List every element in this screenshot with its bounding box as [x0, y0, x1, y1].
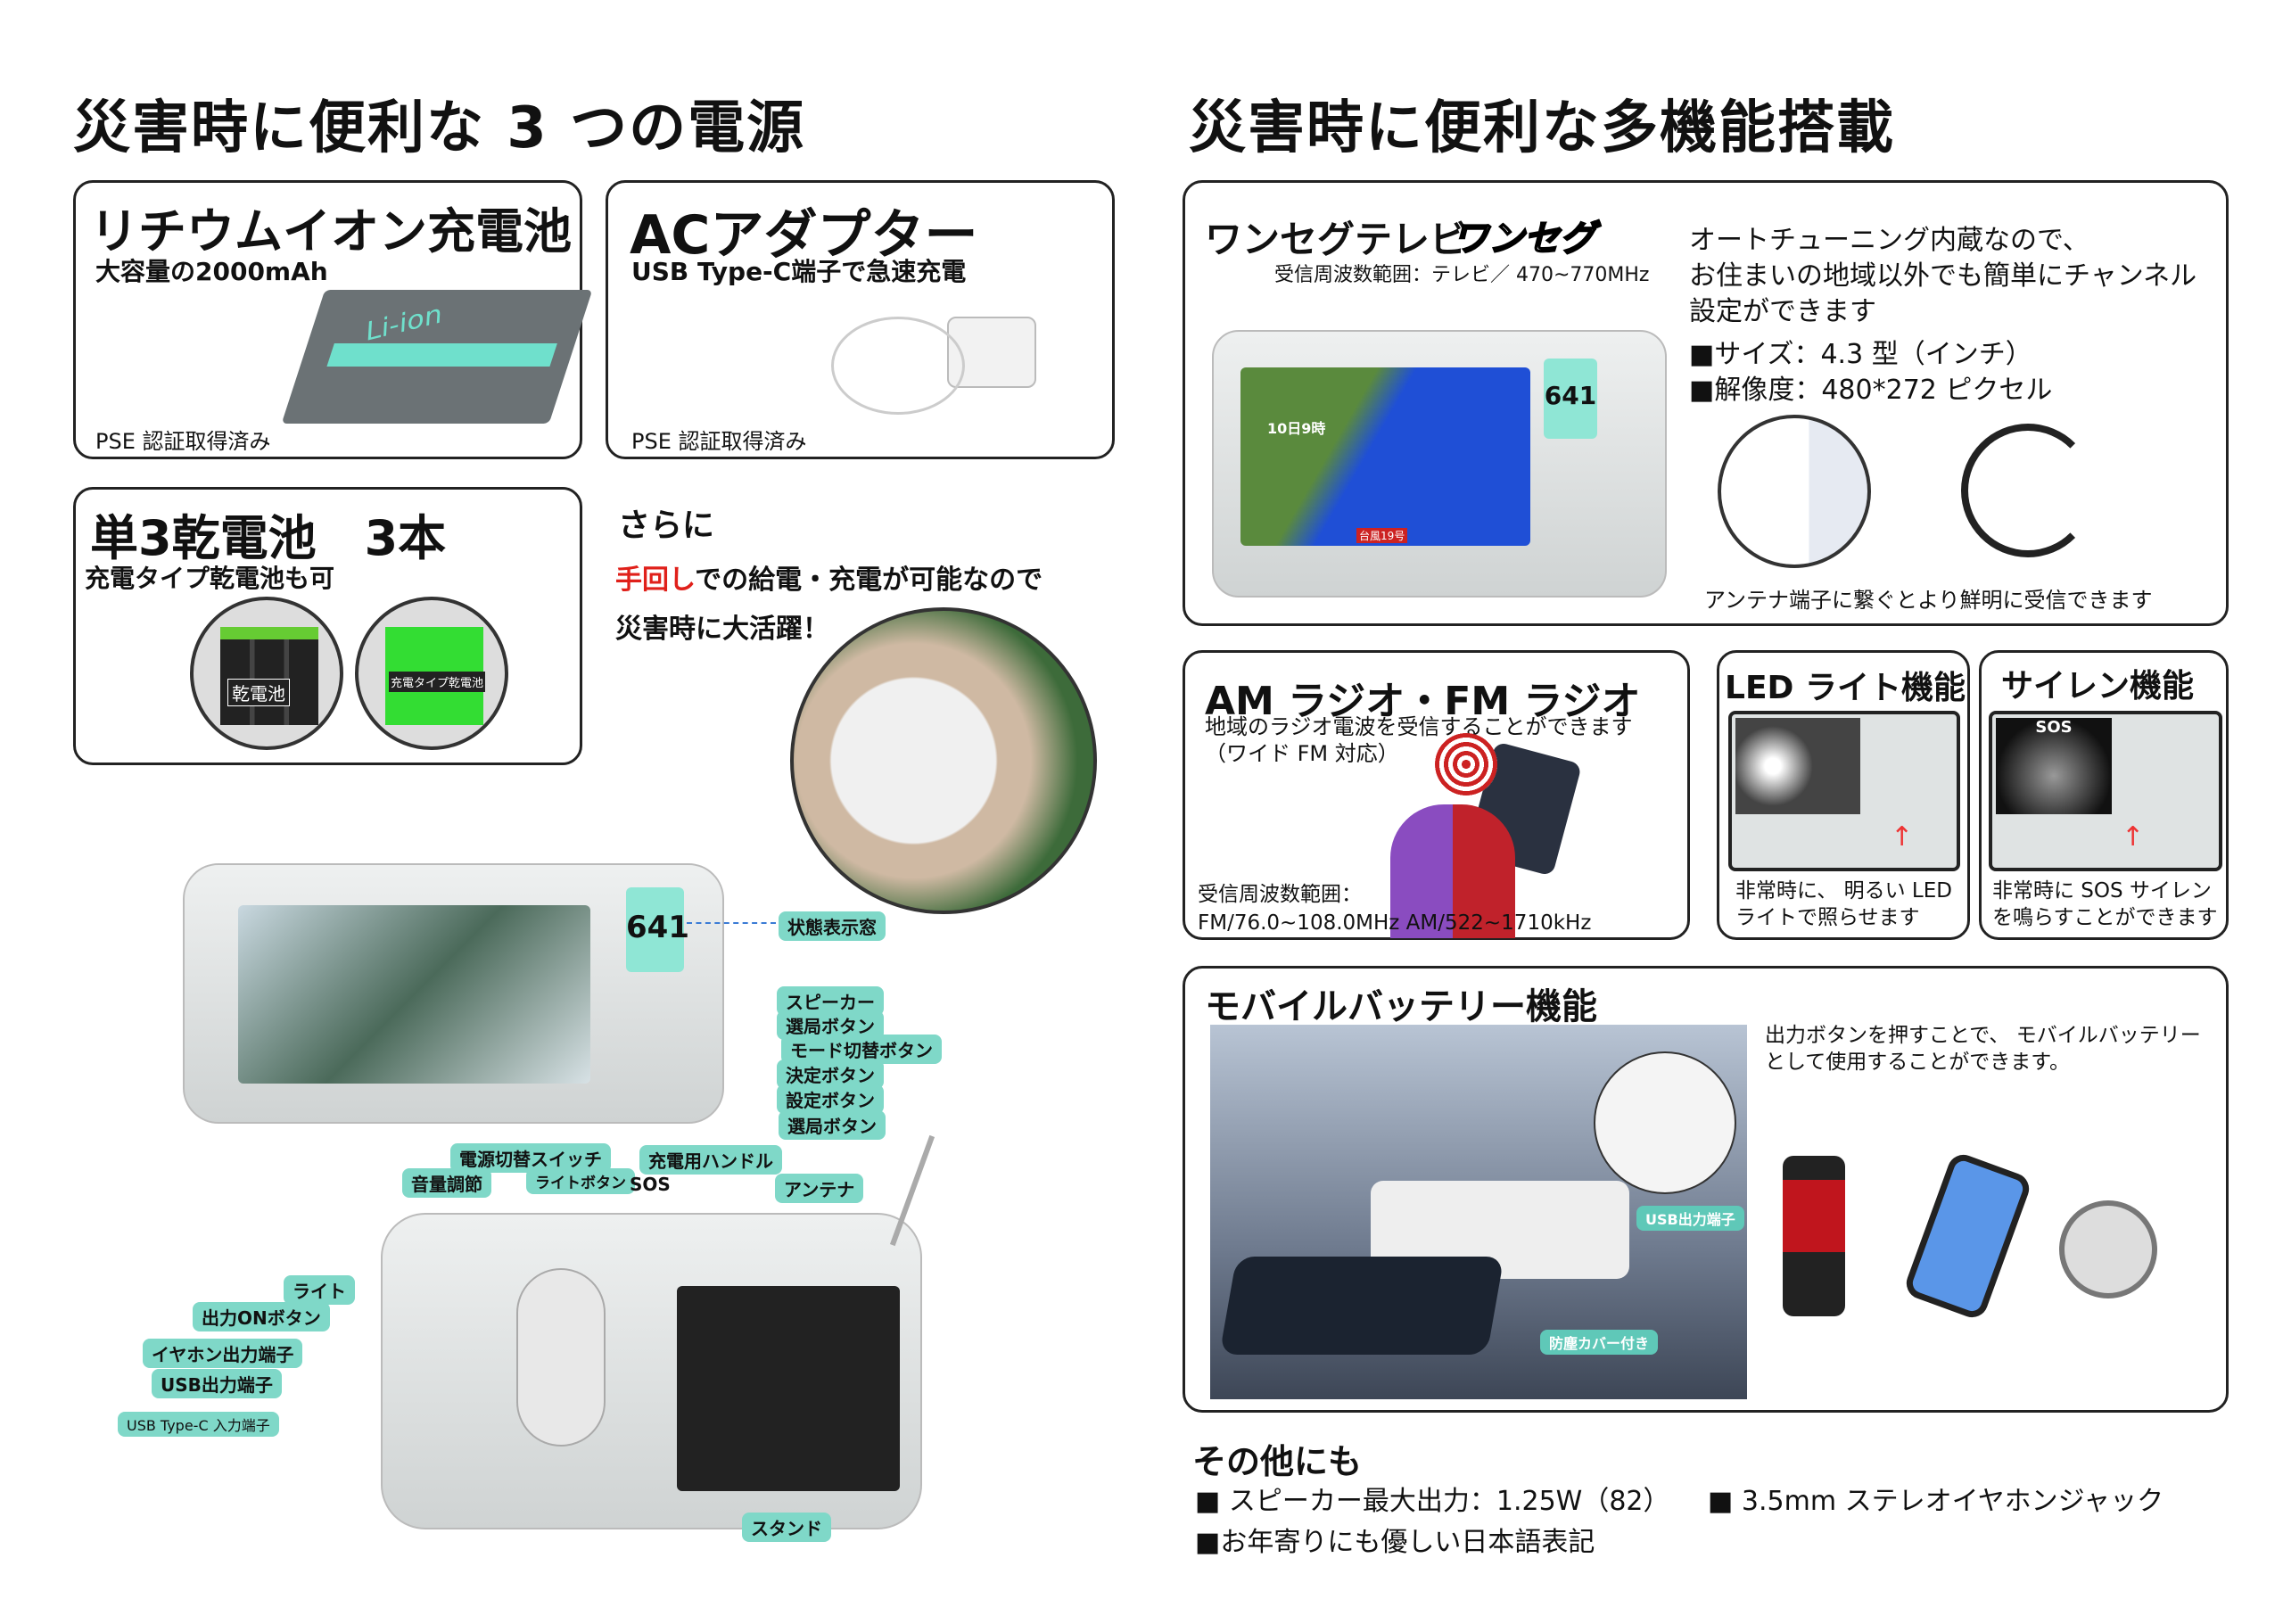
siren-image: SOS↑ — [1989, 711, 2222, 871]
radio-wave-icon — [1435, 733, 1497, 796]
more-line1: 手回しでの給電・充電が可能なので — [615, 557, 1043, 597]
antenna-cable-image — [1961, 424, 2095, 557]
cable-image — [831, 317, 965, 415]
mobile-battery-photo: USB出力端子 防塵カバー付き — [1210, 1025, 1747, 1399]
ac-subtitle: USB Type-C端子で急速充電 — [631, 257, 967, 286]
radio-back-image — [381, 1213, 922, 1529]
label-mode: モード切替ボタン — [781, 1035, 942, 1064]
liion-subtitle: 大容量の2000mAh — [95, 257, 328, 286]
others-item: ■ 3.5mm ステレオイヤホンジャック — [1708, 1486, 2164, 1517]
liion-title: リチウムイオン充電池 — [90, 203, 572, 260]
label-output-on: 出力ONボタン — [193, 1302, 330, 1331]
more-line2: 災害時に大活躍！ — [615, 614, 829, 645]
label-usb-out: USB出力端子 — [152, 1369, 282, 1398]
tv-device-image: 10日9時 台風19号 641 — [1212, 330, 1667, 598]
label-handle: 充電用ハンドル — [639, 1145, 782, 1175]
lantern-icon — [1783, 1156, 1845, 1316]
hand-crank-highlight: 手回し — [615, 565, 696, 596]
label-enter: 決定ボタン — [777, 1059, 884, 1089]
mobile-card: モバイルバッテリー機能 USB出力端子 防塵カバー付き 出力ボタンを押すことで、… — [1183, 966, 2229, 1413]
label-status-window: 状態表示窓 — [779, 911, 886, 941]
led-title: LED ライト機能 — [1725, 670, 1966, 706]
right-title: 災害時に便利な多機能搭載 — [1189, 95, 1895, 161]
status-display: 641 — [626, 887, 689, 972]
aa-card: 単3乾電池 3本 充電タイプ乾電池も可 乾電池 充電タイプ乾電池 — [73, 487, 582, 765]
label-stand: スタンド — [742, 1513, 831, 1542]
ac-note: PSE 認証取得済み — [631, 429, 807, 454]
others-title: その他にも — [1192, 1442, 1363, 1481]
label-antenna: アンテナ — [775, 1174, 864, 1203]
radio-frequency: 受信周波数範囲：FM/76.0~108.0MHz AM/522~1710kHz — [1198, 883, 1592, 935]
weather-map: 10日9時 台風19号 — [1240, 367, 1530, 546]
radio-card: AM ラジオ・FM ラジオ 地域のラジオ電波を受信することができます（ワイド F… — [1183, 650, 1690, 940]
liion-card: リチウムイオン充電池 大容量の2000mAh Li-ion PSE 認証取得済み — [73, 180, 593, 459]
more-title: さらに — [618, 507, 715, 544]
aa-title: 単3乾電池 3本 — [90, 510, 447, 566]
screen-image — [238, 905, 590, 1084]
instruction-label — [677, 1286, 900, 1491]
others-item: ■お年寄りにも優しい日本語表記 — [1195, 1527, 1595, 1558]
mobile-title: モバイルバッテリー機能 — [1205, 986, 1597, 1027]
mobile-description: 出力ボタンを押すことで、 モバイルバッテリーとして使用することができます。 — [1765, 1024, 2201, 1074]
label-tune-down: 選局ボタン — [779, 1110, 886, 1140]
tv-resolution: ■解像度：480*272 ピクセル — [1689, 375, 2053, 406]
rechargeable-battery-image: 充電タイプ乾電池 — [355, 597, 508, 750]
label-settings: 設定ボタン — [777, 1084, 884, 1114]
tv-card: ワンセグテレビ ワンセグ 受信周波数範囲：テレビ／ 470~770MHz 10日… — [1183, 180, 2229, 626]
aa-subtitle: 充電タイプ乾電池も可 — [85, 564, 335, 593]
radio-title: AM ラジオ・FM ラジオ — [1205, 679, 1641, 724]
oneseg-logo: ワンセグ — [1452, 218, 1596, 260]
tv-description: オートチューニング内蔵なので、お住まいの地域以外でも簡単にチャンネル設定ができま… — [1689, 223, 2196, 408]
label-power-switch: 電源切替スイッチ — [450, 1143, 611, 1173]
antenna-port-image — [1718, 415, 1871, 568]
tv-size: ■サイズ：4.3 型（インチ） — [1689, 339, 2032, 370]
more-line1-rest: での給電・充電が可能なので — [695, 565, 1043, 596]
dry-battery-image: 乾電池 — [190, 597, 343, 750]
ac-title: ACアダプター — [630, 204, 978, 267]
siren-card: サイレン機能 SOS↑ 非常時に SOS サイレンを鳴らすことができます — [1979, 650, 2229, 940]
others-item: ■ スピーカー最大出力：1.25W（82） — [1195, 1486, 1670, 1517]
label-sos: SOS — [630, 1174, 671, 1195]
ac-card: ACアダプター USB Type-C端子で急速充電 PSE 認証取得済み — [606, 180, 1115, 459]
siren-description: 非常時に SOS サイレンを鳴らすことができます — [1992, 879, 2218, 929]
radio-front-image: 641 — [183, 863, 724, 1124]
radio-description: 地域のラジオ電波を受信することができます（ワイド FM 対応） — [1205, 714, 1633, 766]
crank-handle — [516, 1268, 606, 1447]
antenna-note: アンテナ端子に繋ぐとより鮮明に受信できます — [1704, 588, 2153, 613]
led-image: ↑ — [1728, 711, 1960, 871]
left-title: 災害時に便利な 3 つの電源 — [73, 95, 806, 161]
label-light-button: ライトボタン — [526, 1168, 635, 1194]
label-usb-c: USB Type-C 入力端子 — [118, 1412, 279, 1437]
label-earphone: イヤホン出力端子 — [143, 1339, 303, 1368]
tv-frequency: 受信周波数範囲：テレビ／ 470~770MHz — [1274, 264, 1650, 286]
handy-fan-icon — [2059, 1200, 2157, 1298]
elderly-couple-illustration — [1390, 804, 1515, 938]
smartphone-icon — [1901, 1150, 2034, 1323]
liion-note: PSE 認証取得済み — [95, 429, 271, 454]
battery-image: Li-ion — [281, 290, 593, 424]
hand-crank-photo — [790, 607, 1097, 914]
label-volume: 音量調節 — [402, 1168, 491, 1198]
tv-title: ワンセグテレビ — [1205, 218, 1468, 261]
siren-title: サイレン機能 — [2001, 668, 2195, 705]
label-light: ライト — [284, 1275, 355, 1305]
